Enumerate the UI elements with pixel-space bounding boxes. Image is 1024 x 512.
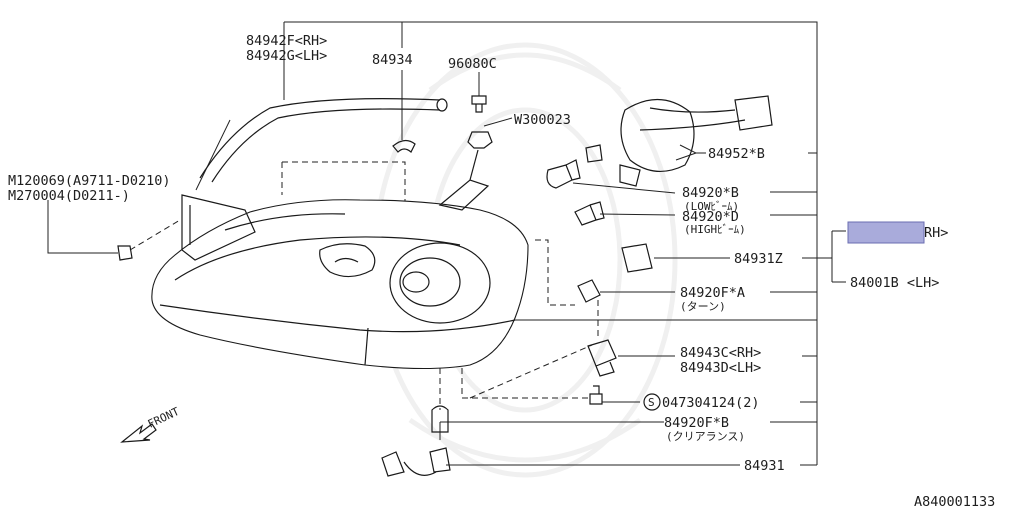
- label-84942g-lh[interactable]: 84942G<LH>: [246, 48, 327, 64]
- label-84943c-rh[interactable]: 84943C<RH>: [680, 345, 761, 361]
- screw-047304124[interactable]: [589, 385, 603, 405]
- bulb-high-beam-84920d[interactable]: [574, 201, 605, 226]
- bulb-low-beam-84920b[interactable]: [546, 159, 581, 189]
- label-047304124[interactable]: 047304124(2): [662, 395, 760, 411]
- label-84931z[interactable]: 84931Z: [734, 251, 783, 267]
- dashed-guide-lines: [129, 161, 599, 410]
- highlighted-part-number-box[interactable]: [847, 221, 925, 244]
- label-m120069[interactable]: M120069(A9711-D0210): [8, 173, 171, 189]
- label-rh-suffix: RH>: [924, 225, 948, 241]
- label-96080c[interactable]: 96080C: [448, 56, 497, 72]
- figure-id: A840001133: [914, 494, 995, 510]
- label-84931[interactable]: 84931: [744, 458, 785, 474]
- socket-84931z[interactable]: [621, 243, 653, 273]
- s-circle-letter: S: [648, 396, 655, 409]
- label-84943d-lh[interactable]: 84943D<LH>: [680, 360, 761, 376]
- label-w300023[interactable]: W300023: [514, 112, 571, 128]
- label-m270004[interactable]: M270004(D0211-): [8, 188, 130, 204]
- bracket-84943[interactable]: [587, 339, 617, 377]
- label-84920b[interactable]: 84920*B: [682, 185, 739, 201]
- bulb-clearance-84920fb[interactable]: [431, 405, 449, 433]
- bolt-96080c[interactable]: [471, 95, 487, 113]
- label-84952b[interactable]: 84952*B: [708, 146, 765, 162]
- label-84920d[interactable]: 84920*D: [682, 209, 739, 225]
- headlamp-molding-84942[interactable]: [199, 98, 448, 183]
- leader-lines: [47, 21, 846, 466]
- label-front: FRONT: [146, 405, 182, 431]
- socket-harness-84931[interactable]: [381, 447, 451, 477]
- label-84942f-rh[interactable]: 84942F<RH>: [246, 33, 327, 49]
- label-84920fa[interactable]: 84920F*A: [680, 285, 745, 301]
- label-84920d-high-beam: (HIGHﾋﾞｰﾑ): [684, 223, 746, 236]
- s-circle-icon: S: [643, 393, 661, 411]
- label-84920fb-clearance: (クリアランス): [666, 430, 745, 443]
- label-84934[interactable]: 84934: [372, 52, 413, 68]
- headlamp-assembly[interactable]: [151, 194, 529, 370]
- socket-harness-84952[interactable]: [585, 95, 773, 187]
- bulb-turn-84920fa[interactable]: [577, 279, 601, 303]
- clip-84934[interactable]: [392, 139, 416, 153]
- nut-w300023[interactable]: [467, 131, 493, 149]
- screw-m120069[interactable]: [117, 245, 133, 261]
- label-84920fb[interactable]: 84920F*B: [664, 415, 729, 431]
- front-arrow-icon: [120, 423, 157, 443]
- label-84920fa-turn: (ターン): [680, 300, 726, 313]
- label-84920b-low-beam: (LOWﾋﾞｰﾑ): [684, 200, 739, 213]
- label-84001b-lh[interactable]: 84001B <LH>: [850, 275, 939, 291]
- bracket-stay[interactable]: [438, 149, 490, 211]
